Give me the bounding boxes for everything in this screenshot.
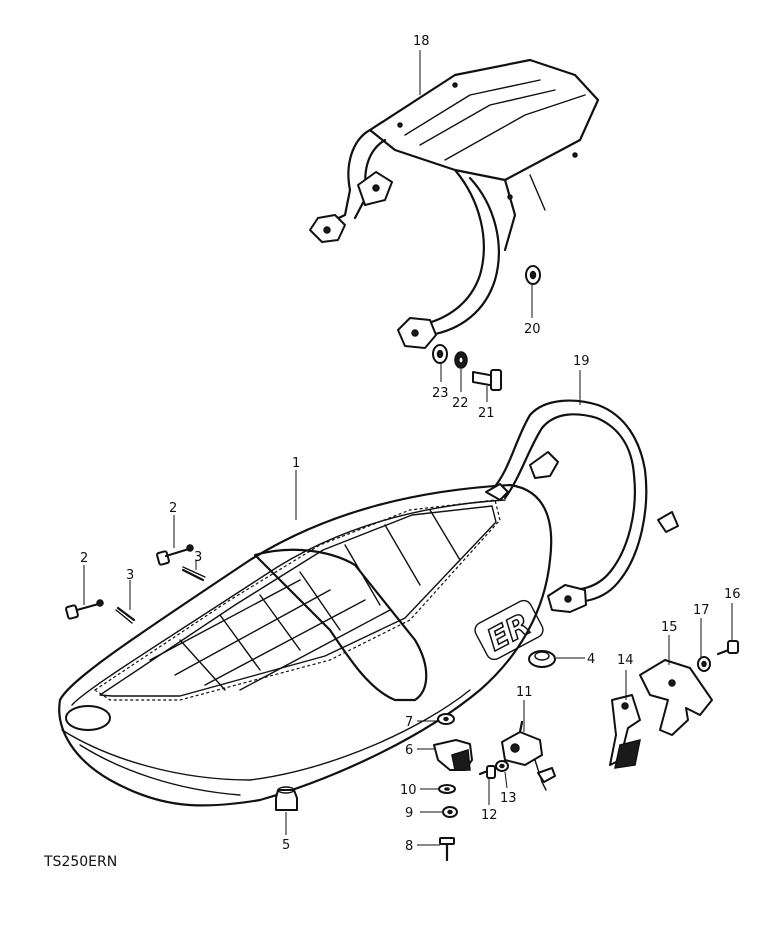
callout-11: 11 (516, 685, 533, 700)
callout-4: 4 (587, 652, 595, 667)
bracket-14 (609, 694, 641, 769)
cushion-5 (275, 786, 298, 811)
leader-lines (83, 50, 733, 846)
washer-23 (432, 344, 448, 364)
callout-5: 5 (282, 838, 290, 853)
callout-8: 8 (405, 839, 413, 854)
callout-9: 9 (405, 806, 413, 821)
callout-14: 14 (617, 653, 634, 668)
callouts: 18 20 23 22 21 19 1 2 3 2 3 4 5 6 7 8 9 … (80, 34, 741, 854)
lock-washer-22 (454, 351, 468, 369)
callout-13: 13 (500, 791, 517, 806)
washer-20 (525, 265, 541, 285)
callout-7: 7 (405, 715, 413, 730)
seat: ER (58, 483, 553, 807)
callout-23: 23 (432, 386, 449, 401)
cotter-pin-3-upper (181, 566, 206, 582)
bolt-16 (716, 640, 739, 656)
washer-10 (438, 784, 456, 794)
washer-17 (697, 656, 711, 672)
callout-16: 16 (724, 587, 741, 602)
pin-2-lower (65, 599, 104, 620)
callout-3-lower: 3 (126, 568, 134, 583)
callout-2-lower: 2 (80, 551, 88, 566)
callout-3-upper: 3 (194, 550, 202, 565)
callout-1: 1 (292, 456, 300, 471)
callout-21: 21 (478, 406, 495, 421)
seat-lock-11 (501, 720, 556, 791)
washer-7 (437, 713, 455, 725)
callout-17: 17 (693, 603, 710, 618)
washer-13 (495, 760, 509, 772)
bracket-15 (639, 659, 713, 736)
callout-22: 22 (452, 396, 469, 411)
callout-19: 19 (573, 354, 590, 369)
screw-12 (478, 765, 496, 779)
bolt-8 (439, 837, 455, 862)
cotter-pin-3-lower (115, 606, 136, 624)
callout-6: 6 (405, 743, 413, 758)
rear-carrier (309, 58, 600, 349)
model-code: TS250ERN (43, 854, 117, 870)
callout-2-upper: 2 (169, 501, 177, 516)
callout-15: 15 (661, 620, 678, 635)
bracket-6 (433, 739, 473, 771)
pin-2-upper (156, 544, 194, 566)
callout-18: 18 (413, 34, 430, 49)
grommet-4 (528, 650, 556, 668)
callout-10: 10 (400, 783, 417, 798)
callout-12: 12 (481, 808, 498, 823)
nut-9 (442, 806, 458, 818)
callout-20: 20 (524, 322, 541, 337)
bolt-21 (472, 369, 502, 391)
svg-text:ER: ER (482, 607, 537, 658)
seat-frame (485, 399, 679, 613)
